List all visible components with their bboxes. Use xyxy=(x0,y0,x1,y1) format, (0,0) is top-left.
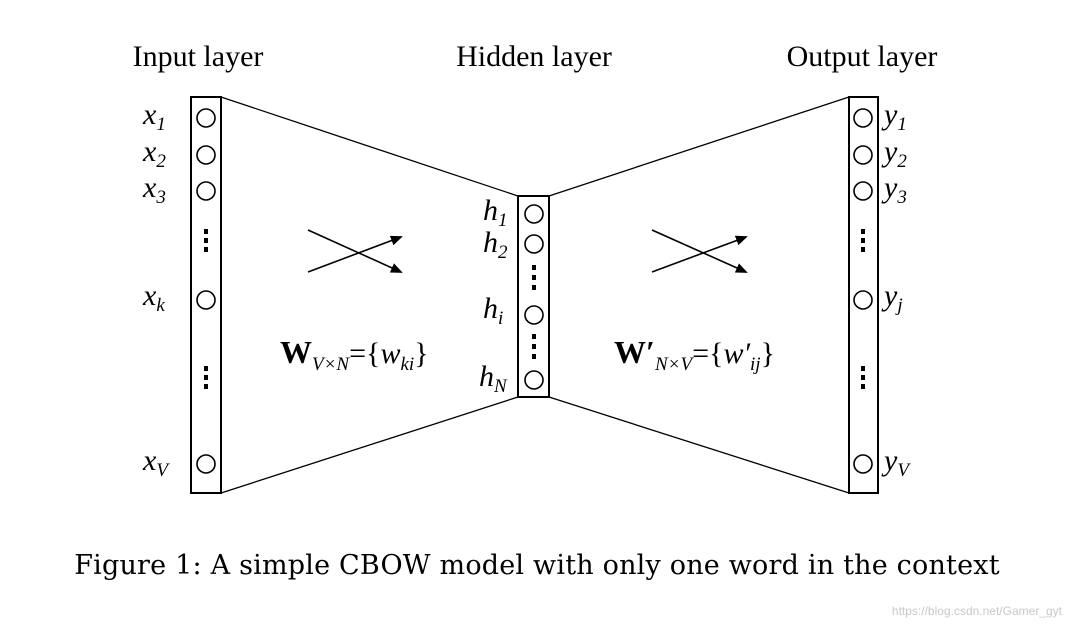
output-label-y2: y2 xyxy=(881,135,907,172)
input-hidden-weight-label: WV×N={wki} xyxy=(280,334,429,375)
input-layer-title: Input layer xyxy=(133,40,264,73)
output-label-yj: yj xyxy=(881,279,903,316)
input-hidden-cross-arrows-icon xyxy=(307,229,403,273)
output-label-yv: yV xyxy=(881,444,911,481)
hidden-layer-box xyxy=(517,195,550,398)
hidden-ellipsis-upper xyxy=(532,265,536,290)
output-node-1 xyxy=(853,108,873,128)
input-hidden-bottom-edge xyxy=(220,396,519,494)
input-hidden-top-edge xyxy=(220,96,519,197)
input-node-k xyxy=(196,290,216,310)
input-label-xv: xV xyxy=(142,444,170,481)
input-label-xk: xk xyxy=(142,279,165,316)
output-label-y3: y3 xyxy=(881,171,907,208)
hidden-node-2 xyxy=(524,234,544,254)
output-ellipsis-upper xyxy=(861,229,865,252)
hidden-output-bottom-edge xyxy=(548,396,850,494)
hidden-label-h1: h1 xyxy=(483,194,508,231)
hidden-label-hi: hi xyxy=(483,292,503,329)
output-ellipsis-lower xyxy=(861,366,865,389)
output-node-2 xyxy=(853,145,873,165)
output-layer-title: Output layer xyxy=(787,40,938,73)
output-label-y1: y1 xyxy=(881,98,907,135)
output-node-v xyxy=(853,454,873,474)
input-label-x2: x2 xyxy=(142,135,166,172)
hidden-node-1 xyxy=(524,204,544,224)
input-node-3 xyxy=(196,181,216,201)
hidden-output-top-edge xyxy=(548,96,850,197)
input-ellipsis-lower xyxy=(204,366,208,389)
input-label-x3: x3 xyxy=(142,171,166,208)
output-node-j xyxy=(853,290,873,310)
input-ellipsis-upper xyxy=(204,229,208,252)
watermark: https://blog.csdn.net/Gamer_gyt xyxy=(891,604,1062,618)
hidden-node-i xyxy=(524,305,544,325)
input-node-1 xyxy=(196,108,216,128)
hidden-layer-title: Hidden layer xyxy=(456,40,612,73)
figure-caption: Figure 1: A simple CBOW model with only … xyxy=(74,550,1000,581)
output-node-3 xyxy=(853,181,873,201)
hidden-ellipsis-lower xyxy=(532,334,536,359)
input-node-2 xyxy=(196,145,216,165)
hidden-output-cross-arrows-icon xyxy=(651,229,748,273)
hidden-label-h2: h2 xyxy=(483,226,508,263)
input-node-v xyxy=(196,454,216,474)
input-label-x1: x1 xyxy=(142,98,166,135)
hidden-label-hn: hN xyxy=(479,360,508,397)
hidden-output-weight-label: W′N×V={w′ij} xyxy=(614,334,775,375)
hidden-node-n xyxy=(524,370,544,390)
